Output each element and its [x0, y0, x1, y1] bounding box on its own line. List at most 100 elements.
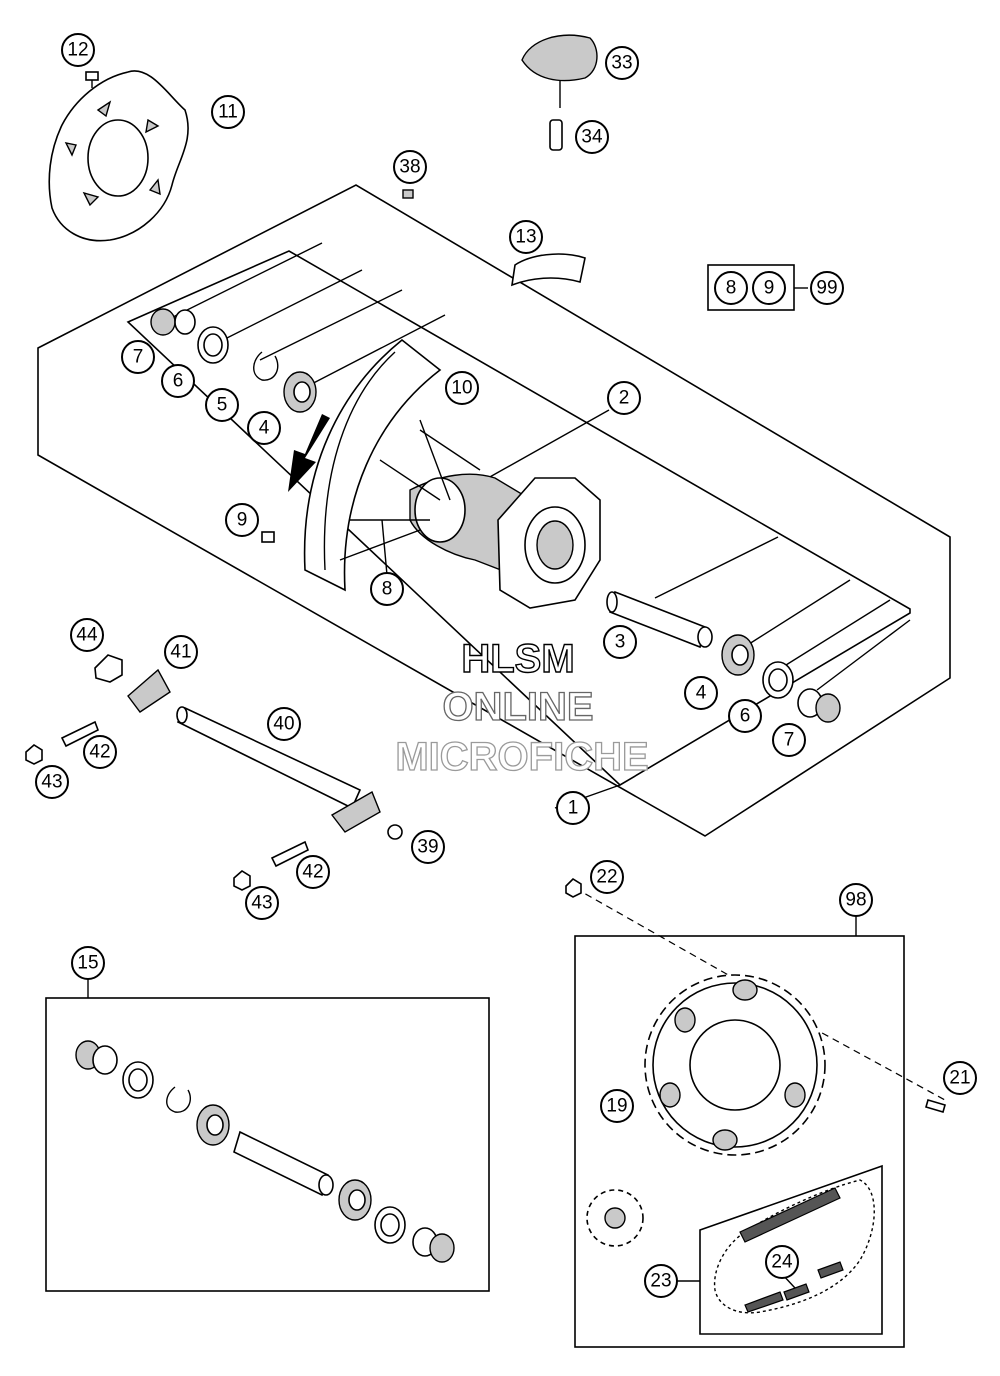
callout-9-kit: 9 [752, 271, 786, 305]
seal-ring-right [762, 661, 794, 699]
callout-33: 33 [605, 46, 639, 80]
kit-bearing-right [338, 1179, 372, 1221]
callout-7-right: 7 [772, 723, 806, 757]
chain-guide-pad [521, 34, 598, 108]
callout-21: 21 [943, 1061, 977, 1095]
kit-seal-left [122, 1061, 154, 1099]
spokes [339, 419, 481, 561]
axle-nut [94, 654, 123, 683]
sprocket-kit-frame [574, 935, 905, 1348]
callout-10: 10 [445, 371, 479, 405]
callout-label: 98 [845, 890, 866, 911]
kit-circlip [166, 1086, 192, 1113]
callout-label: 38 [399, 157, 420, 178]
callout-5: 5 [205, 388, 239, 422]
callout-label: 99 [816, 278, 837, 299]
kit-seal-right [374, 1206, 406, 1244]
callout-label: 7 [133, 347, 144, 368]
callout-22: 22 [590, 860, 624, 894]
callout-8: 8 [370, 572, 404, 606]
callout-label: 22 [596, 867, 617, 888]
callout-43-left: 43 [35, 765, 69, 799]
callout-4-left: 4 [247, 411, 281, 445]
callout-15: 15 [71, 946, 105, 980]
spacer-left [150, 308, 196, 336]
chain-adjuster-left [127, 668, 171, 713]
callout-label: 42 [302, 862, 323, 883]
callout-24: 24 [765, 1245, 799, 1279]
watermark: HLSM ONLINE MICROFICHE [395, 636, 650, 779]
callout-44: 44 [70, 618, 104, 652]
adjuster-nut-left [25, 744, 43, 765]
callout-43-right: 43 [245, 886, 279, 920]
chain-kit-frame [699, 1164, 883, 1335]
watermark-line-2: ONLINE [442, 685, 593, 729]
wheel-rim [303, 338, 442, 592]
callout-1: 1 [556, 791, 590, 825]
leader-lines [87, 242, 946, 1289]
callout-label: 6 [740, 706, 751, 727]
callout-label: 11 [218, 102, 238, 123]
rim-tape [511, 253, 586, 287]
callout-label: 43 [41, 772, 62, 793]
front-sprocket [586, 1189, 644, 1247]
master-link [783, 1283, 810, 1301]
callout-6-left: 6 [161, 364, 195, 398]
callout-19: 19 [600, 1089, 634, 1123]
callout-label: 34 [581, 127, 603, 148]
callout-label: 24 [771, 1252, 793, 1273]
rotation-arrow [288, 414, 330, 492]
watermark-line-1: HLSM [461, 637, 574, 681]
callout-label: 9 [764, 278, 775, 299]
callout-label: 10 [451, 378, 472, 399]
callout-3: 3 [603, 625, 637, 659]
callout-9: 9 [225, 503, 259, 537]
callout-label: 39 [417, 837, 438, 858]
callout-label: 15 [77, 953, 98, 974]
callout-23: 23 [644, 1264, 678, 1298]
bearing-kit-frame [45, 997, 490, 1292]
callout-label: 43 [251, 893, 272, 914]
callout-38: 38 [393, 150, 427, 184]
sprocket-nut [565, 877, 582, 898]
callout-99: 99 [810, 271, 844, 305]
callout-label: 7 [784, 730, 795, 751]
sprocket-bolt [925, 1099, 946, 1113]
callout-40: 40 [267, 707, 301, 741]
callout-42-right: 42 [296, 855, 330, 889]
disc-bolt [85, 71, 99, 88]
hub-assembly-frame [126, 250, 911, 786]
callout-39: 39 [411, 830, 445, 864]
spoke-nipple [261, 531, 275, 543]
callout-41: 41 [164, 635, 198, 669]
kit-spacer-right [412, 1227, 455, 1263]
bearing-left [283, 371, 317, 413]
wheel-assembly-frame [37, 184, 951, 837]
bearing-right [721, 634, 755, 676]
callout-label: 4 [259, 418, 270, 439]
callout-label: 41 [170, 642, 191, 663]
kit-distance-sleeve [233, 1130, 334, 1197]
callout-label: 44 [76, 625, 98, 646]
drive-chain [713, 1179, 875, 1314]
adjuster-bolt-left [60, 720, 100, 748]
callout-label: 12 [67, 40, 88, 61]
axle-plug [387, 824, 403, 840]
callout-label: 4 [696, 683, 707, 704]
callout-label: 6 [173, 371, 184, 392]
callout-label: 19 [606, 1096, 627, 1117]
spacer-right [797, 688, 841, 723]
callout-8-kit: 8 [714, 271, 748, 305]
callout-11: 11 [211, 95, 245, 129]
kit-spacer-left [75, 1040, 118, 1075]
callout-12: 12 [61, 33, 95, 67]
callout-label: 13 [515, 227, 536, 248]
callout-13: 13 [509, 220, 543, 254]
chain-adjuster-right [330, 790, 381, 833]
adjuster-bolt-right [270, 840, 310, 868]
callout-2: 2 [607, 381, 641, 415]
callout-34: 34 [575, 120, 609, 154]
distance-sleeve [606, 590, 713, 649]
watermark-line-3: MICROFICHE [395, 735, 648, 779]
